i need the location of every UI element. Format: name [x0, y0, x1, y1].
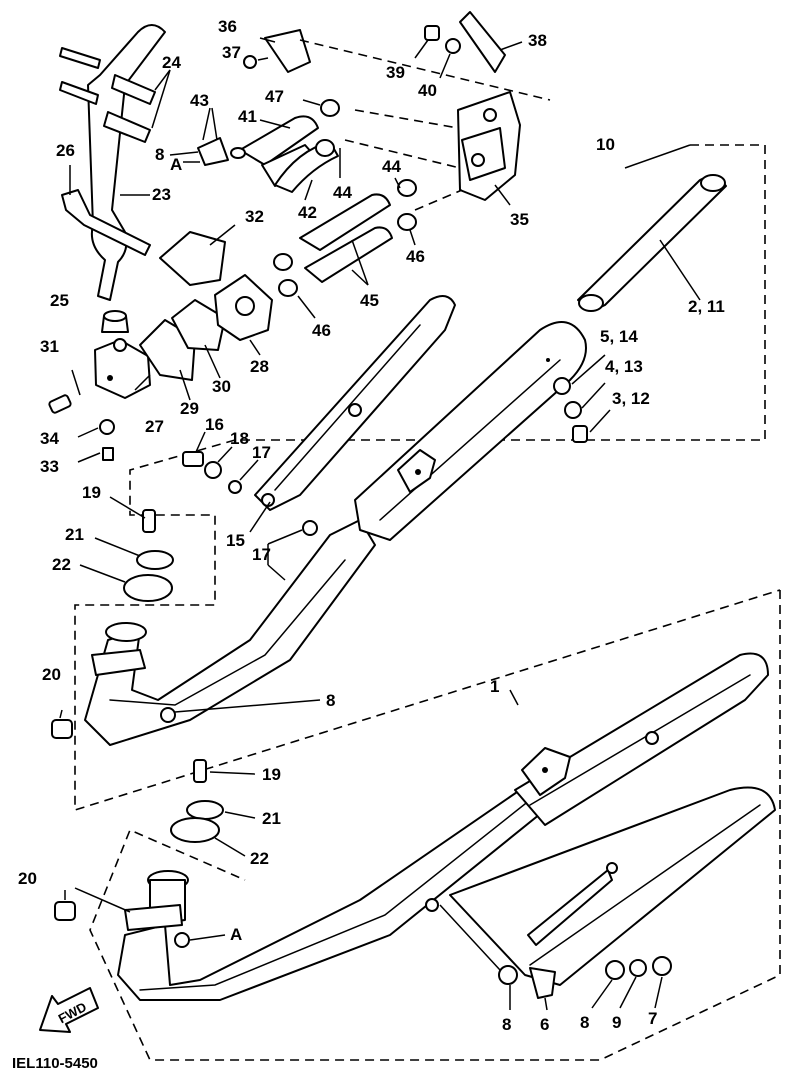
label-part-36: 36 [218, 17, 237, 36]
front-fasteners [439, 904, 672, 1011]
label-part-5-14: 5, 14 [600, 327, 638, 346]
tailpipe [577, 174, 727, 312]
label-part-22-bottom: 22 [250, 849, 269, 868]
label-part-26: 26 [56, 141, 75, 160]
front-muffler-assembly [117, 652, 769, 1001]
label-part-37: 37 [222, 43, 241, 62]
label-part-27: 27 [145, 417, 164, 436]
diagram-code: IEL110-5450 [12, 1055, 98, 1072]
rear-muffler-assembly [84, 321, 587, 746]
label-part-33: 33 [40, 457, 59, 476]
label-part-21-top: 21 [65, 525, 84, 544]
label-part-4-13: 4, 13 [605, 357, 643, 376]
label-part-46-left: 46 [312, 321, 331, 340]
label-part-34: 34 [40, 429, 59, 448]
label-part-6: 6 [540, 1015, 549, 1034]
air-valve-assembly [169, 11, 551, 211]
label-part-9: 9 [612, 1013, 621, 1032]
label-part-17-top: 17 [252, 443, 271, 462]
label-part-22-top: 22 [52, 555, 71, 574]
label-part-17-bottom: 17 [252, 545, 271, 564]
label-part-35: 35 [510, 210, 529, 229]
label-part-43: 43 [190, 91, 209, 110]
ref8-top-leader [174, 699, 321, 713]
hose-clamps [273, 99, 417, 319]
label-part-24: 24 [162, 53, 181, 72]
label-part-41: 41 [238, 107, 257, 126]
label-part-31: 31 [40, 337, 59, 356]
label-part-39: 39 [386, 63, 405, 82]
label-part-47: 47 [265, 87, 284, 106]
rear-assembly-boundary [74, 144, 781, 812]
upper-pipes [59, 24, 171, 333]
label-part-21-bottom: 21 [262, 809, 281, 828]
label-part-19-top: 19 [82, 483, 101, 502]
label-part-8-bottom-left: 8 [502, 1015, 511, 1034]
part-labels: 36 37 24 43 8 A 26 23 41 47 42 44 44 39 … [12, 17, 725, 1072]
group-10-leader [624, 144, 691, 169]
air-hoses [230, 115, 393, 286]
rear-fasteners [553, 354, 611, 443]
label-part-7: 7 [648, 1009, 657, 1028]
reed-valve-group [48, 224, 273, 463]
label-part-15: 15 [226, 531, 245, 550]
label-part-20-top: 20 [42, 665, 61, 684]
label-part-40: 40 [418, 81, 437, 100]
label-part-10: 10 [596, 135, 615, 154]
front-nut-20 [54, 901, 76, 921]
rear-gasket-set [79, 496, 174, 602]
front-gasket-set [170, 759, 256, 857]
label-part-44-right: 44 [382, 157, 401, 176]
label-part-28: 28 [250, 357, 269, 376]
label-part-1: 1 [490, 677, 499, 696]
label-part-18: 18 [230, 429, 249, 448]
front-heat-shield [425, 786, 776, 986]
fwd-arrow-icon: FWD [39, 987, 99, 1033]
label-part-38: 38 [528, 31, 547, 50]
label-ref-a-bottom: A [230, 925, 242, 944]
label-part-25: 25 [50, 291, 69, 310]
rear-nut-20 [51, 719, 73, 739]
group-boundaries [74, 144, 781, 1061]
label-part-29: 29 [180, 399, 199, 418]
label-part-46-right: 46 [406, 247, 425, 266]
label-part-42: 42 [298, 203, 317, 222]
label-part-23: 23 [152, 185, 171, 204]
label-ref-a-top: A [170, 155, 182, 174]
label-part-20-bottom: 20 [18, 869, 37, 888]
label-part-19-bottom: 19 [262, 765, 281, 784]
shield-fasteners [182, 431, 303, 581]
label-part-32: 32 [245, 207, 264, 226]
label-part-8-bottom-right: 8 [580, 1013, 589, 1032]
label-part-8-ref: 8 [155, 145, 164, 164]
label-part-16: 16 [205, 415, 224, 434]
label-part-45: 45 [360, 291, 379, 310]
label-part-3-12: 3, 12 [612, 389, 650, 408]
label-part-2-11: 2, 11 [688, 297, 725, 316]
label-part-8-top: 8 [326, 691, 335, 710]
label-part-30: 30 [212, 377, 231, 396]
heat-shield [254, 295, 456, 536]
label-part-44-left: 44 [333, 183, 352, 202]
